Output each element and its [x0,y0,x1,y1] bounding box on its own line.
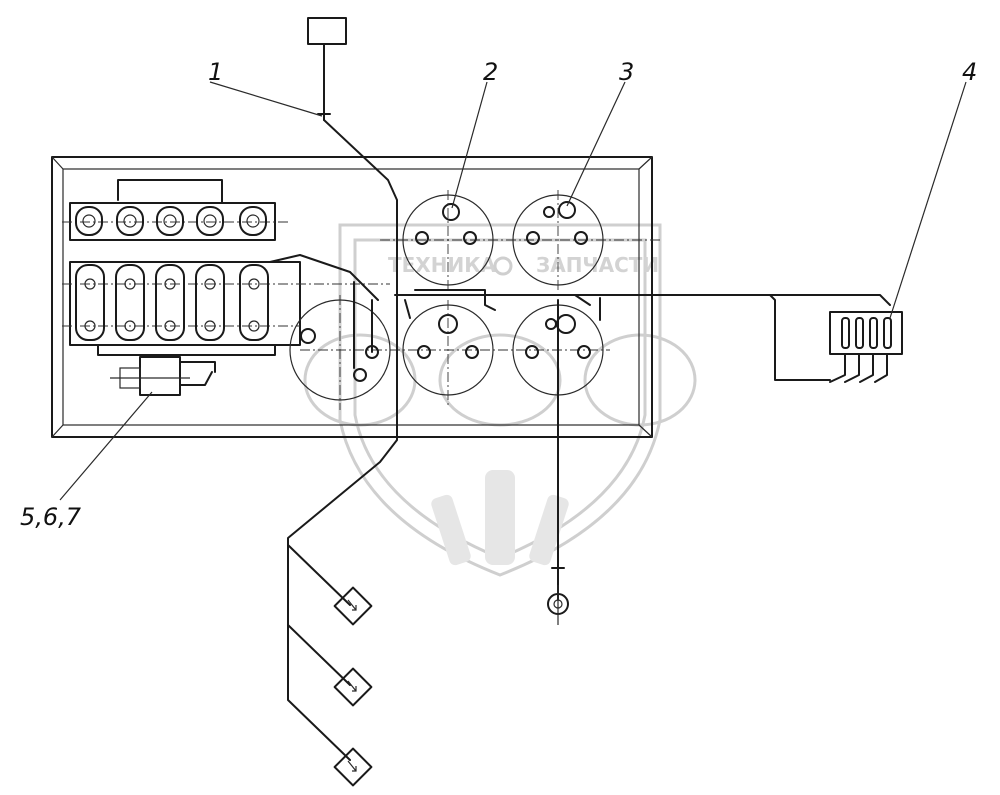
switch [75,206,103,236]
switch-block [62,179,390,356]
output-connector [333,747,373,787]
watermark-right-text: ЗАПЧАСТИ [536,253,659,277]
callout-2: 2 [483,58,498,86]
callout-labels: 1 2 3 4 5,6,7 [20,58,977,531]
switch [116,206,144,236]
watermark-logo: ТЕХНИКА ЗАПЧАСТИ [303,223,697,577]
gauge-left [289,295,391,410]
switch [75,264,105,341]
gauge-2 [402,190,494,290]
output-connector [333,667,373,707]
callout-1: 1 [208,58,223,86]
switch-row-top [75,206,267,236]
top-connector [307,17,347,45]
switch [195,264,225,341]
wiring-harness [287,17,891,761]
fuse-block [829,311,903,383]
callout-3: 3 [619,58,634,86]
switch [196,206,224,236]
output-connector [333,586,373,626]
ground-terminal [547,585,569,625]
watermark-left-text: ТЕХНИКА [388,253,497,277]
switch [155,264,185,341]
gauge-3 [512,190,604,290]
switch-row-bottom [75,264,269,341]
switch [115,264,145,341]
switch [239,206,267,236]
callout-5-6-7: 5,6,7 [20,503,82,531]
output-connectors [333,585,569,787]
gear-icon [493,256,513,276]
switch [239,264,269,341]
switch [156,206,184,236]
leader-lines [59,81,967,501]
gauges [289,190,660,410]
gauge-middle [402,300,494,405]
callout-4: 4 [962,58,977,86]
relay-block [110,356,216,396]
instrument-panel [51,156,653,438]
